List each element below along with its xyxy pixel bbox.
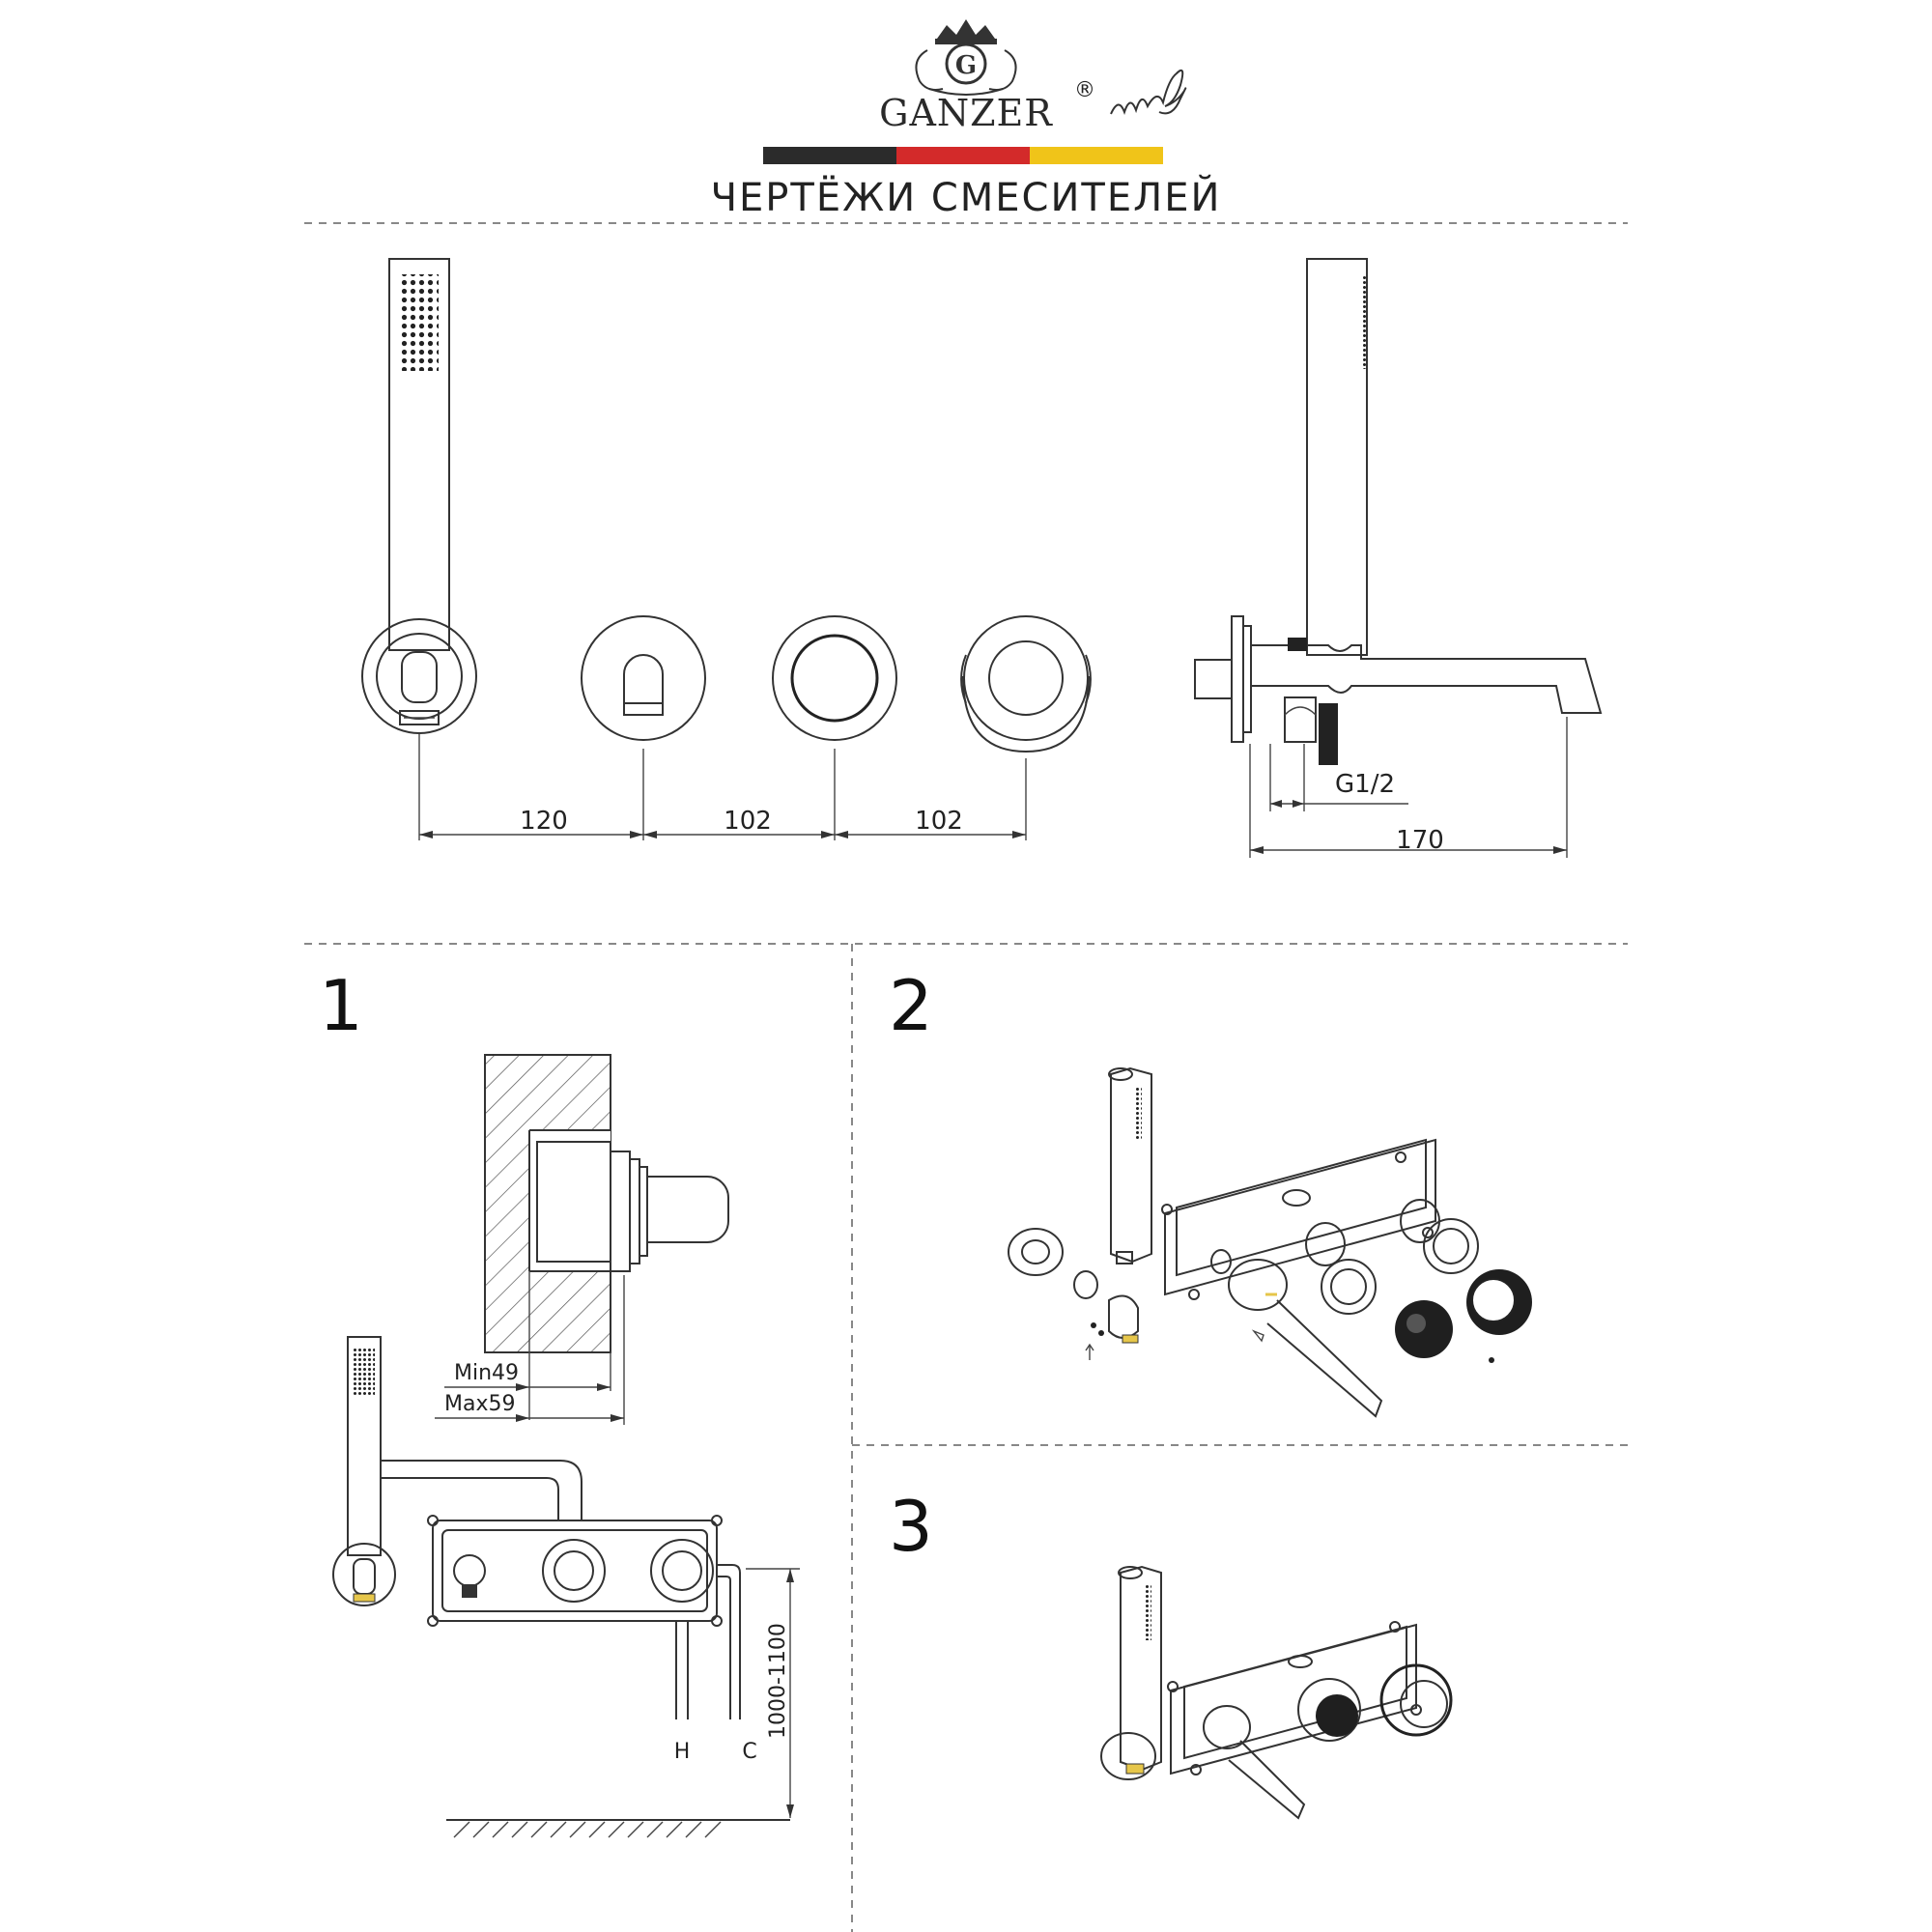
dim-spout-length: 170 (1396, 826, 1444, 855)
step-number-3: 3 (889, 1486, 933, 1567)
front-view-drawing: 120 102 102 (361, 258, 1092, 840)
dim-max-depth: Max59 (444, 1392, 515, 1416)
hand-shower-front (361, 258, 477, 734)
wall-section-drawing: Min49 Max59 (435, 1054, 729, 1425)
dim-thread: G1/2 (1335, 770, 1395, 799)
brand-name: GANZER (879, 92, 1053, 134)
flag-gold (1030, 147, 1163, 164)
step-number-1: 1 (319, 965, 363, 1046)
dim-min-depth: Min49 (454, 1361, 519, 1385)
cold-water-label: C (742, 1740, 756, 1764)
page-title: ЧЕРТЁЖИ СМЕСИТЕЛЕЙ (711, 174, 1222, 220)
dim-spacing-1: 120 (520, 807, 568, 836)
assembled-view-drawing (1100, 1565, 1453, 1820)
svg-text:G: G (955, 51, 977, 80)
side-view-drawing: G1/2 170 (1194, 258, 1603, 858)
registered-mark: ® (1074, 78, 1095, 102)
crown-emblem-icon: G (915, 19, 1017, 96)
step-number-2: 2 (889, 965, 933, 1046)
brand-logo: G GANZER ® (879, 19, 1187, 134)
diverter-knob-front (772, 615, 897, 741)
signature-icon (1110, 70, 1187, 115)
mixer-knob-front (960, 615, 1092, 753)
dim-height-range: 1000-1100 (766, 1623, 790, 1739)
exploded-view-drawing (1008, 1066, 1532, 1418)
dim-spacing-2: 102 (724, 807, 772, 836)
spout-outlet-front (581, 615, 706, 741)
shower-nozzles-icon (400, 274, 439, 371)
flag-black (763, 147, 896, 164)
dim-spacing-3: 102 (915, 807, 963, 836)
flag-red (896, 147, 1030, 164)
installation-front-drawing: H C 1000-1100 (332, 1336, 800, 1838)
hot-water-label: H (674, 1740, 691, 1764)
flag-stripe (763, 147, 1163, 164)
